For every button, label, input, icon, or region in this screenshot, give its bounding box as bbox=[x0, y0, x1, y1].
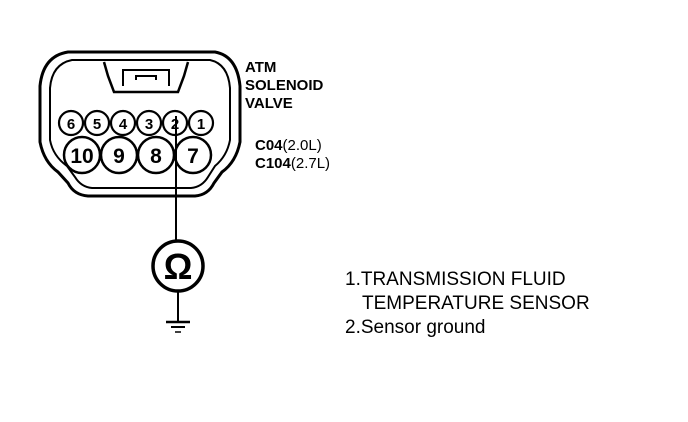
pin-5-cavity bbox=[83, 109, 111, 137]
connector-title: ATM SOLENOID VALVE bbox=[245, 59, 324, 112]
connector-codes: C04(2.0L) C104(2.7L) bbox=[255, 137, 330, 172]
pin-4-label: 4 bbox=[119, 116, 128, 133]
connector-title-line-1: ATM bbox=[245, 59, 276, 76]
pin-3-cavity bbox=[135, 109, 163, 137]
ohmmeter: Ω bbox=[151, 239, 205, 293]
connector-code-2: C104(2.7L) bbox=[255, 155, 330, 172]
pin-6-label: 6 bbox=[67, 116, 75, 133]
connector-title-line-2: SOLENOID bbox=[245, 77, 324, 94]
connector-inner-outline bbox=[49, 59, 231, 189]
locking-tab bbox=[102, 61, 190, 94]
pin-7-label: 7 bbox=[187, 145, 199, 168]
pin-legend: 1.TRANSMISSION FLUID TEMPERATURE SENSOR … bbox=[345, 269, 590, 338]
connector-outline bbox=[38, 50, 242, 198]
connector-code-1: C04(2.0L) bbox=[255, 137, 322, 154]
pin-1-cavity bbox=[187, 109, 215, 137]
connector-housing bbox=[38, 50, 242, 198]
legend-line-2: TEMPERATURE SENSOR bbox=[362, 293, 590, 314]
pin-10-label: 10 bbox=[70, 145, 93, 168]
pin-6-cavity bbox=[57, 109, 85, 137]
legend-line-1: 1.TRANSMISSION FLUID bbox=[345, 269, 566, 290]
legend-line-3: 2.Sensor ground bbox=[345, 317, 486, 338]
pin-1-label: 1 bbox=[197, 116, 205, 133]
pin-4-cavity bbox=[109, 109, 137, 137]
bottom-pin-row: 10 9 8 7 bbox=[62, 135, 213, 175]
connector-title-line-3: VALVE bbox=[245, 95, 293, 112]
pin-8-label: 8 bbox=[150, 145, 162, 168]
pin-3-label: 3 bbox=[145, 116, 153, 133]
ground-symbol-icon bbox=[166, 291, 190, 333]
ohm-icon: Ω bbox=[164, 246, 193, 287]
pin-5-label: 5 bbox=[93, 116, 101, 133]
top-pin-row: 654321 bbox=[57, 109, 215, 137]
pin-9-label: 9 bbox=[113, 145, 125, 168]
